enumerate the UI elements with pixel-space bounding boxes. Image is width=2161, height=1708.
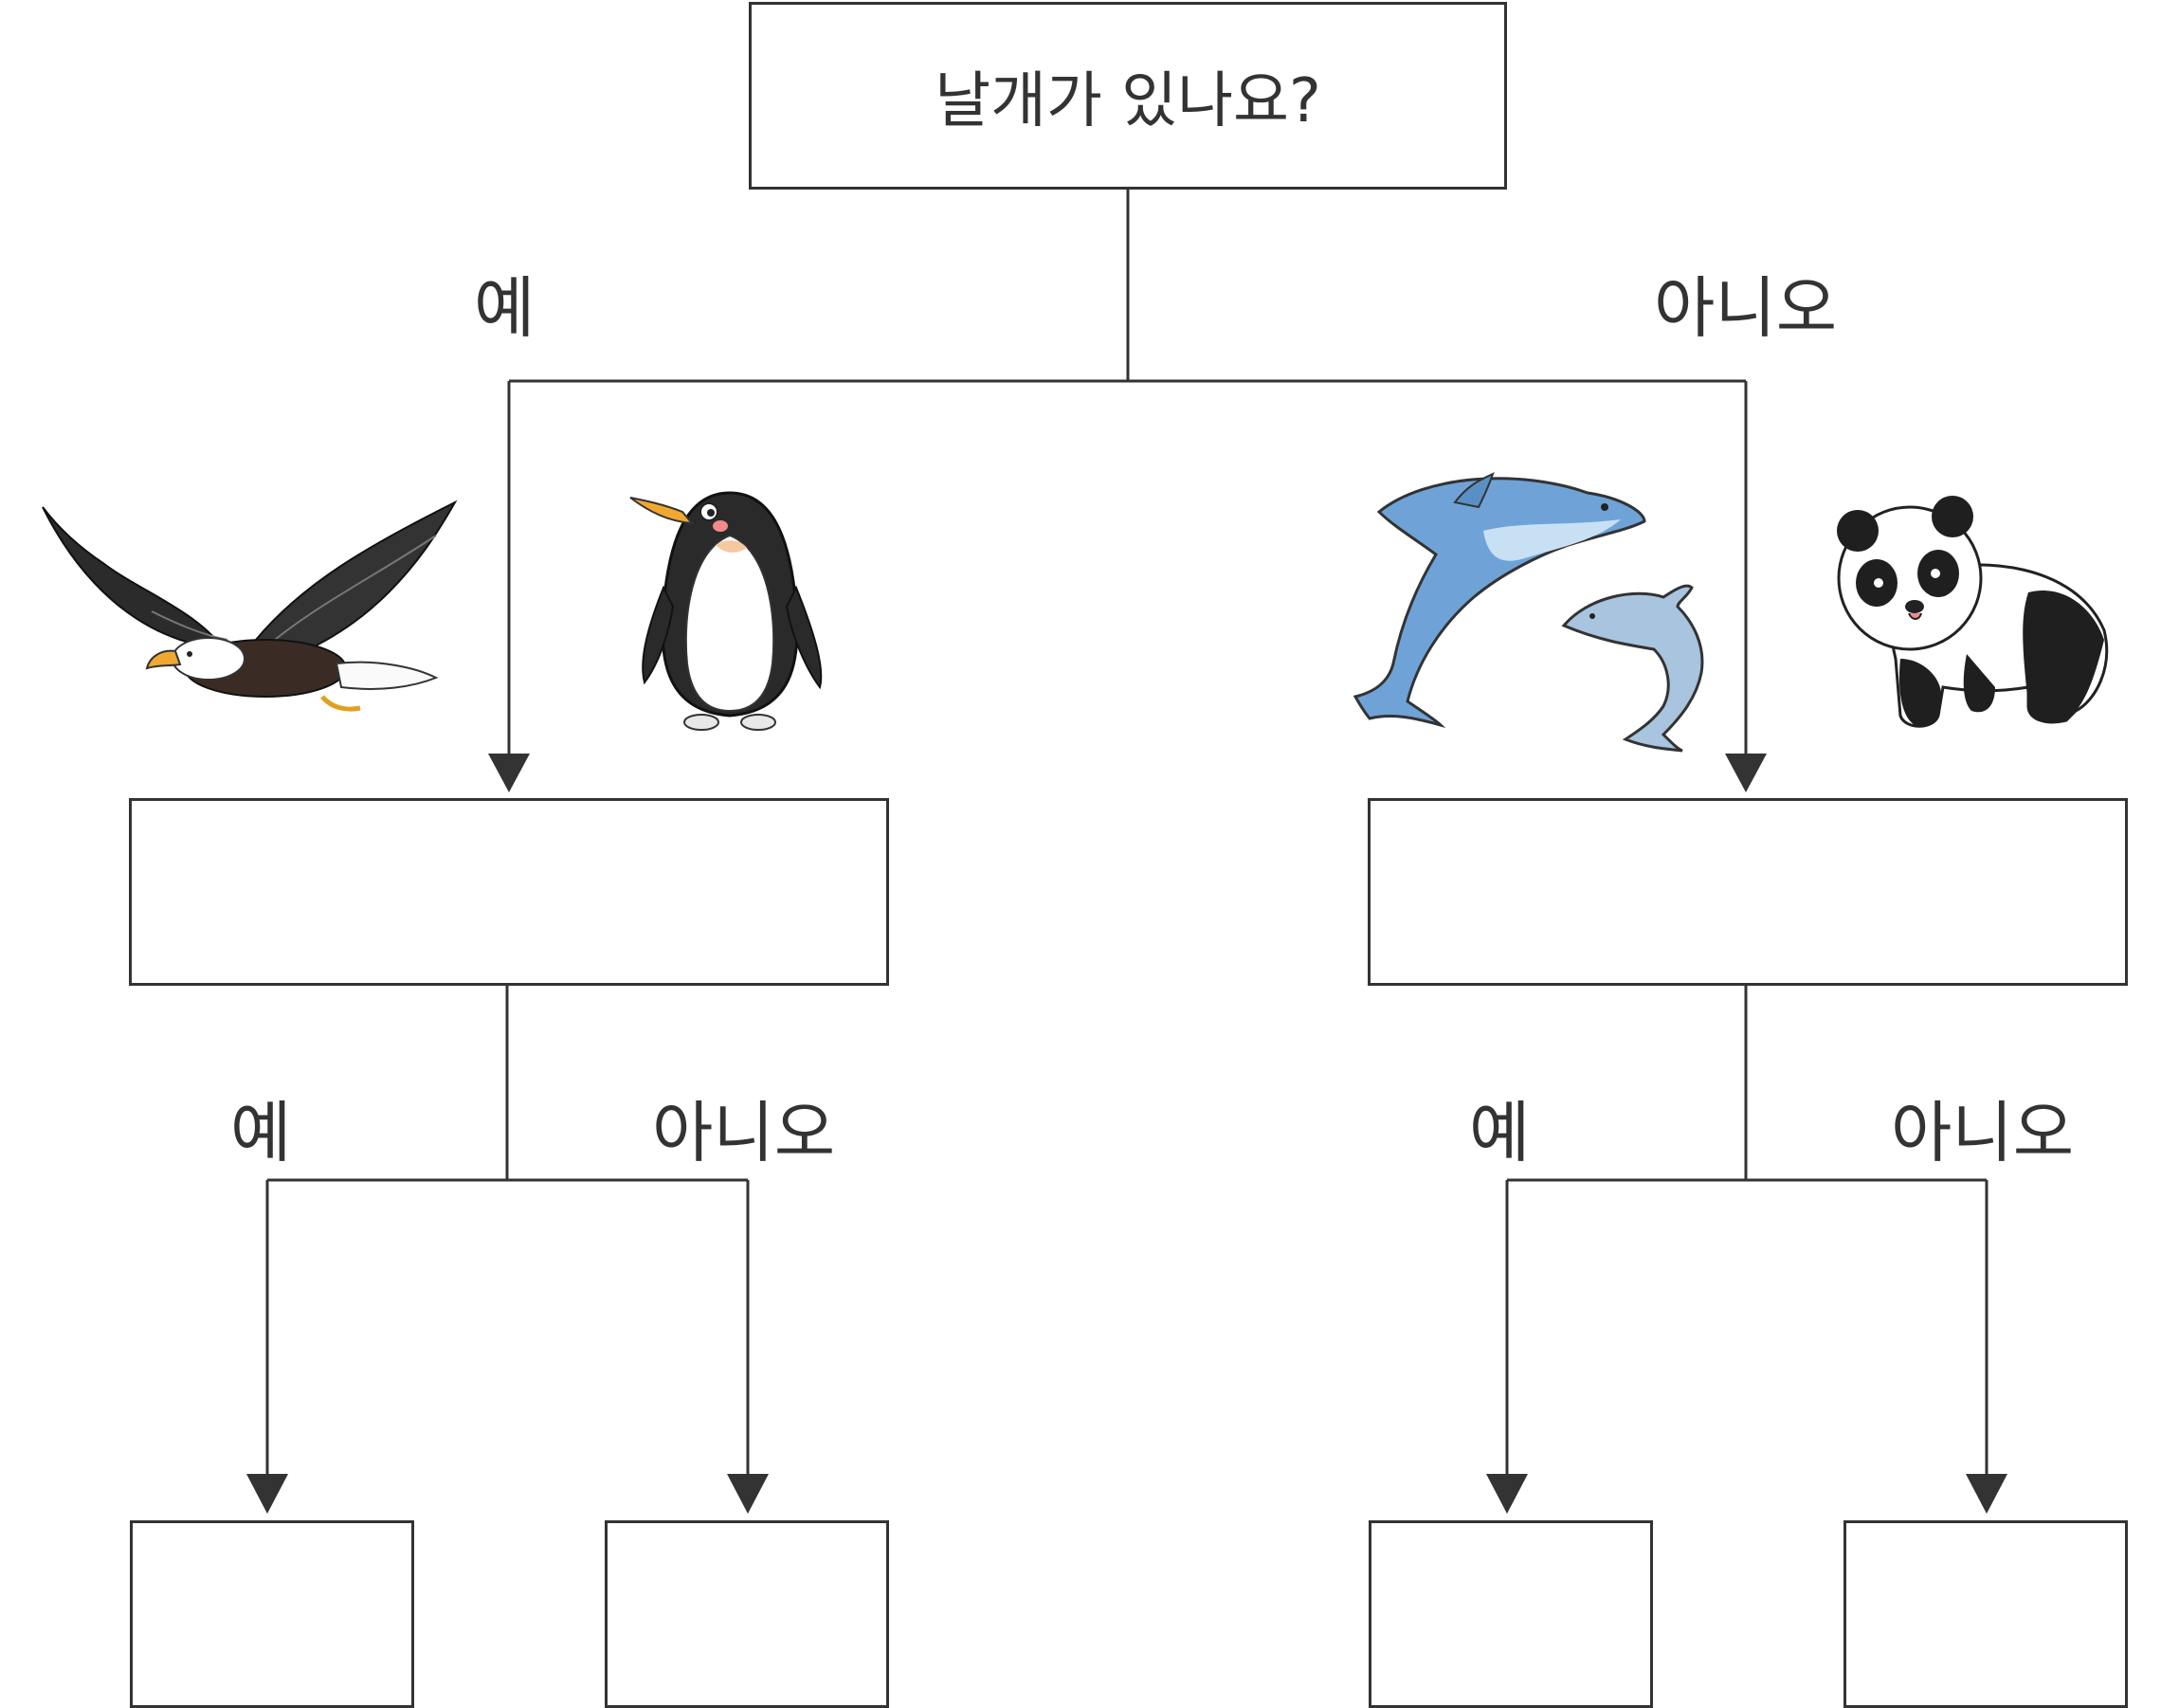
left-question-box[interactable]	[129, 798, 889, 986]
arrowhead	[488, 754, 530, 792]
right-question-box[interactable]	[1368, 798, 2128, 986]
arrowhead	[1486, 1474, 1528, 1514]
root-question-text: 날개가 있나요?	[935, 66, 1321, 136]
leaf-box-right-yes[interactable]	[1369, 1520, 1653, 1708]
right-no-label: 아니오	[1891, 1094, 2075, 1172]
left-no-label: 아니오	[652, 1094, 836, 1172]
arrowhead	[246, 1474, 288, 1514]
leaf-box-right-no[interactable]	[1843, 1520, 2128, 1708]
panda-icon	[1837, 496, 2109, 728]
leaf-box-left-no[interactable]	[605, 1520, 889, 1708]
root-no-label: 아니오	[1654, 269, 1838, 347]
right-yes-label: 예	[1469, 1094, 1531, 1172]
root-question-box: 날개가 있나요?	[749, 2, 1507, 190]
penguin-icon	[629, 491, 823, 731]
eagle-icon	[42, 500, 458, 712]
root-yes-label: 예	[474, 269, 536, 347]
left-yes-label: 예	[230, 1094, 292, 1172]
leaf-box-left-yes[interactable]	[130, 1520, 414, 1708]
dolphin-icon	[1353, 472, 1704, 753]
arrowhead	[727, 1474, 769, 1514]
arrowhead	[1966, 1474, 2007, 1514]
arrowhead	[1725, 754, 1767, 792]
